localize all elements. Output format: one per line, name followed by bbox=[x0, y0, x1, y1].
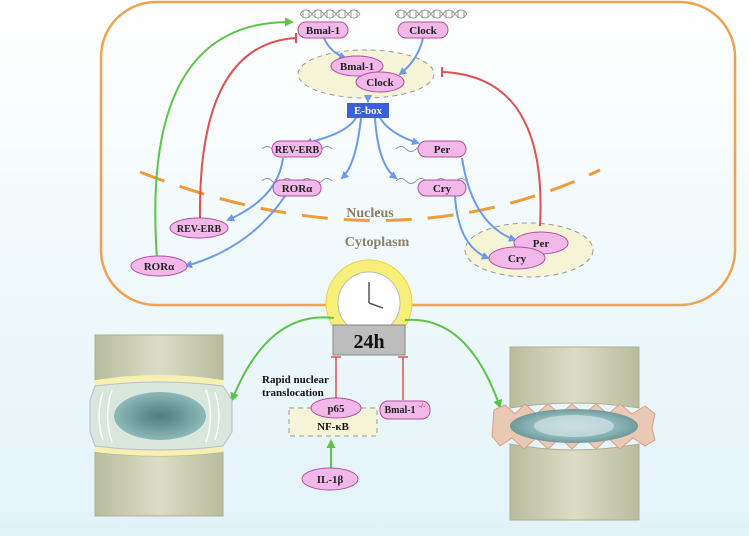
activation-arrows bbox=[184, 37, 517, 269]
gene-per: Per bbox=[417, 140, 467, 158]
svg-text:Bmal-1: Bmal-1 bbox=[306, 25, 340, 37]
ebox-to-per-arrow bbox=[379, 117, 420, 145]
healthy-joint-illustration bbox=[89, 334, 233, 517]
svg-text:REV-ERB: REV-ERB bbox=[275, 145, 320, 156]
svg-text:Clock: Clock bbox=[409, 25, 437, 37]
complex-clock: Clock bbox=[355, 71, 405, 93]
lower-inhibition-lines bbox=[331, 356, 408, 400]
svg-text:E-box: E-box bbox=[354, 105, 383, 117]
ebox: E-box bbox=[347, 103, 389, 118]
complex-bmal1: Bmal-1 bbox=[330, 55, 384, 77]
gene-bmal1: Bmal-1 bbox=[297, 21, 349, 39]
svg-text:Cry: Cry bbox=[433, 183, 452, 195]
clock-to-complex-arrow bbox=[398, 37, 424, 76]
dna-bmal1-icon bbox=[299, 9, 361, 19]
per-cry-inhibits-complex bbox=[441, 71, 542, 227]
ror-export-arrow bbox=[184, 195, 286, 269]
il1b-node: IL-1β bbox=[301, 467, 359, 491]
clock-to-healthy-joint-arrow bbox=[230, 316, 335, 402]
dna-clock-icon bbox=[394, 9, 468, 19]
ebox-to-rev-erb-arrow bbox=[304, 117, 357, 146]
gene-rev-erb: REV-ERB bbox=[271, 140, 323, 158]
cyto-ror: RORα bbox=[130, 255, 188, 277]
svg-text:IL-1β: IL-1β bbox=[317, 474, 344, 486]
translocation-line2: translocation bbox=[262, 387, 324, 399]
svg-text:Clock: Clock bbox=[366, 77, 394, 89]
svg-text:-/-: -/- bbox=[419, 402, 426, 410]
p65-node: p65 bbox=[310, 397, 362, 419]
clock-to-damaged-joint-arrow bbox=[404, 318, 502, 409]
svg-text:RORα: RORα bbox=[282, 183, 313, 195]
per-export-arrow bbox=[461, 157, 517, 242]
ebox-to-cry-arrow bbox=[374, 117, 398, 180]
svg-text:Cry: Cry bbox=[508, 253, 527, 265]
cell-membrane bbox=[99, 0, 737, 307]
svg-text:RORα: RORα bbox=[144, 261, 175, 273]
nfkb-label: NF-κB bbox=[317, 421, 349, 433]
svg-text:Bmal-1: Bmal-1 bbox=[384, 405, 415, 416]
svg-text:p65: p65 bbox=[327, 403, 345, 415]
svg-text:Per: Per bbox=[533, 238, 550, 250]
gene-cry: Cry bbox=[417, 179, 467, 197]
bmal1-knockout-node: Bmal-1 -/- bbox=[379, 400, 431, 420]
clock-24h-box: 24h bbox=[332, 324, 406, 356]
cytoplasm-label: Cytoplasm bbox=[345, 235, 410, 250]
cyto-rev-erb: REV-ERB bbox=[169, 217, 229, 239]
svg-text:REV-ERB: REV-ERB bbox=[177, 224, 222, 235]
complex-cry: Cry bbox=[488, 246, 546, 270]
rev-erb-export-arrow bbox=[226, 157, 284, 222]
translocation-line1: Rapid nuclear bbox=[262, 374, 329, 386]
nucleus-label: Nucleus bbox=[346, 206, 394, 221]
cry-export-arrow bbox=[454, 195, 490, 260]
damaged-joint-illustration bbox=[491, 346, 656, 521]
gene-ror: RORα bbox=[272, 179, 322, 197]
ror-activates-bmal1-arrow bbox=[154, 17, 294, 259]
svg-text:Per: Per bbox=[434, 144, 451, 156]
bmal1-to-complex-arrow bbox=[323, 37, 347, 60]
rev-erb-inhibits-bmal1 bbox=[198, 37, 297, 219]
gene-clock: Clock bbox=[397, 21, 449, 39]
inhibition-lines bbox=[198, 33, 542, 227]
ebox-to-ror-arrow bbox=[340, 117, 362, 180]
svg-text:24h: 24h bbox=[353, 331, 384, 353]
svg-text:Bmal-1: Bmal-1 bbox=[340, 61, 374, 73]
